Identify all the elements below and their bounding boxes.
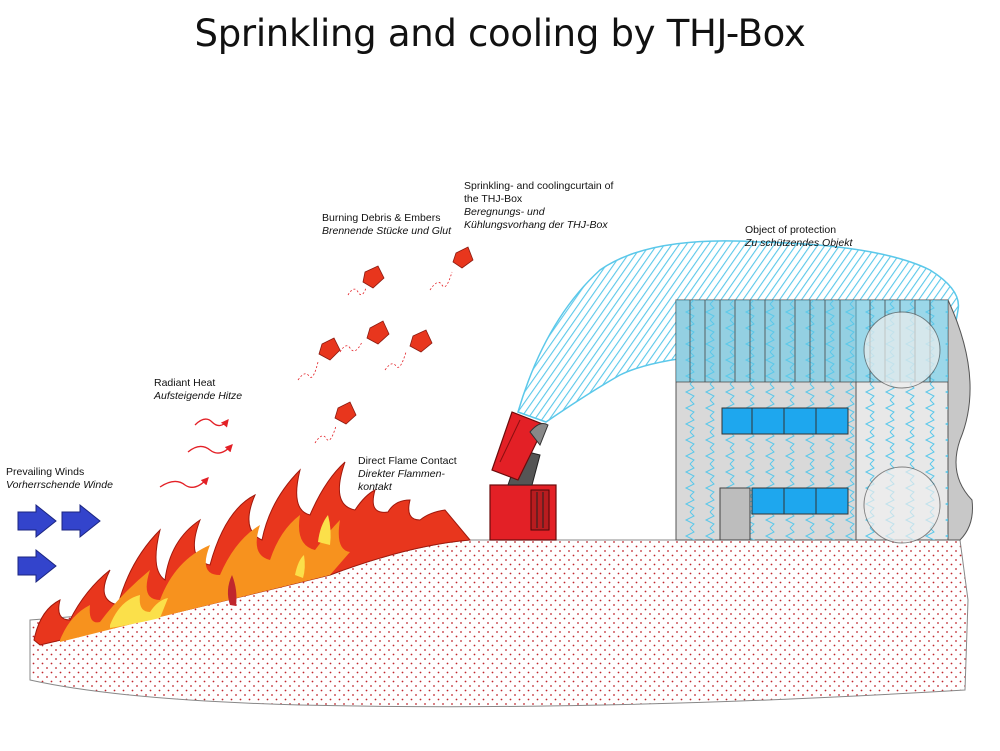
wind-arrows [17, 503, 101, 584]
label-flame-de2: kontakt [358, 481, 392, 493]
label-protection-de: Zu schützendes Objekt [745, 237, 853, 249]
building [675, 299, 973, 544]
label-radiant-heat: Radiant Heat Aufsteigende Hitze [154, 377, 242, 403]
label-debris-de: Brennende Stücke und Glut [322, 225, 452, 237]
label-object-protection: Object of protection Zu schützendes Obje… [745, 224, 852, 250]
wind-arrow-icon [17, 503, 57, 539]
ember-icon [314, 401, 357, 444]
label-burning-debris: Burning Debris & Embers Brennende Stücke… [322, 212, 451, 238]
flames [33, 461, 471, 646]
label-protection-en: Object of protection [745, 224, 837, 236]
label-sprinkling-curtain: Sprinkling- and coolingcurtain of the TH… [464, 180, 613, 232]
label-winds-en: Prevailing Winds [6, 466, 85, 478]
thj-box-device [489, 411, 557, 541]
label-winds-de: Vorherrschende Winde [6, 479, 113, 491]
ember-icon [384, 329, 433, 371]
ember-icon [339, 320, 390, 353]
ember-icon [297, 337, 341, 381]
label-heat-en: Radiant Heat [154, 377, 216, 389]
label-flame-de1: Direkter Flammen- [358, 468, 445, 480]
embers [297, 246, 474, 444]
label-curtain-en1: Sprinkling- and coolingcurtain of [464, 180, 614, 192]
radiant-heat-arrows [159, 418, 233, 488]
wind-arrow-icon [17, 548, 57, 584]
label-curtain-en2: the THJ-Box [464, 193, 523, 205]
slide-title: Sprinkling and cooling by THJ-Box [194, 12, 806, 55]
label-curtain-de1: Beregnungs- und [464, 206, 545, 218]
label-heat-de: Aufsteigende Hitze [154, 390, 243, 402]
ember-icon [429, 246, 474, 291]
ember-icon [347, 265, 385, 296]
label-curtain-de2: Kühlungsvorhang der THJ-Box [464, 219, 608, 231]
wind-arrow-icon [61, 503, 101, 539]
window [721, 407, 849, 515]
door [719, 487, 751, 541]
label-flame-en: Direct Flame Contact [358, 455, 457, 467]
label-direct-flame: Direct Flame Contact Direkter Flammen- k… [358, 455, 457, 494]
label-prevailing-winds: Prevailing Winds Vorherrschende Winde [6, 466, 113, 492]
label-debris-en: Burning Debris & Embers [322, 212, 441, 224]
